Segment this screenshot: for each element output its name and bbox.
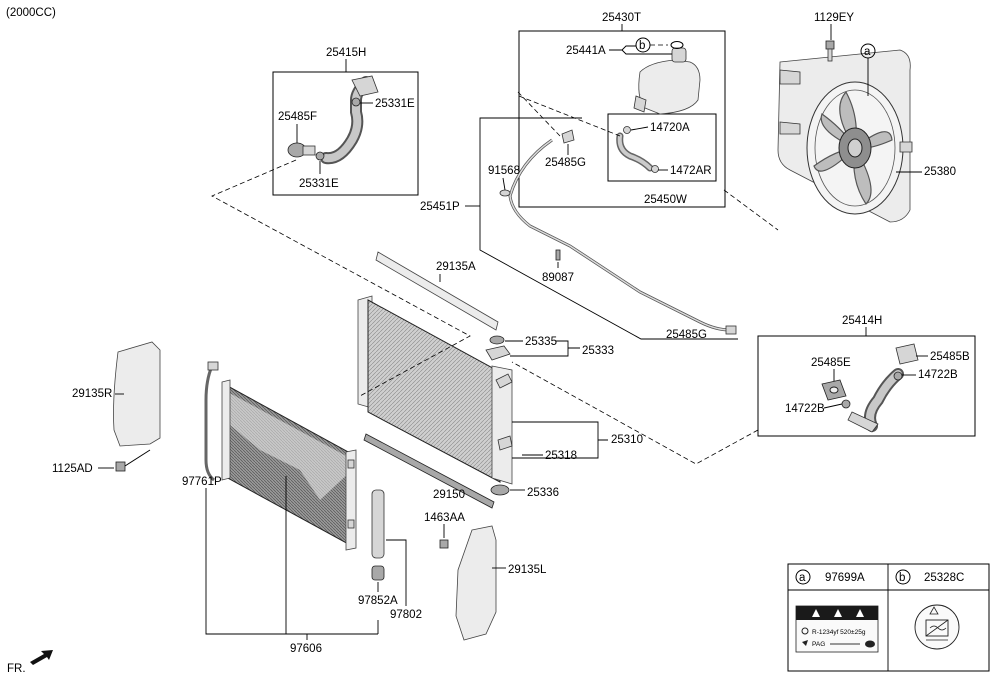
label-1472AR: 1472AR [670,165,712,177]
fan-shroud-assembly [777,49,913,223]
callout-b-letter: b [639,40,645,52]
caution-label-25328C [914,604,960,650]
bolt-1125AD [115,449,151,472]
label-97852A: 97852A [358,595,398,607]
bolt-1129EY [825,40,835,62]
lower-hose [841,343,919,433]
label-25380: 25380 [924,166,956,178]
front-direction-label: FR. [7,663,26,675]
reservoir-clip-25485g [561,129,575,144]
legend-table: a 97699A b 25328C R-1234yf 520±25g PAG [787,563,990,672]
legend-letter-a: a [799,572,806,584]
label-25331E-b: 25331E [299,178,339,190]
label-25450W: 25450W [644,194,687,206]
air-guard-29135A [375,251,499,331]
label-25485E: 25485E [811,357,851,369]
label-14722B-a: 14722B [918,369,958,381]
radiator-25310 [357,295,513,485]
label-25485G-bot: 25485G [666,329,707,341]
air-guard-29135L [455,525,497,641]
overflow-hose [509,139,731,331]
label-1125AD: 1125AD [52,463,93,475]
label-25415H: 25415H [326,47,366,59]
label-97606: 97606 [290,643,322,655]
label-25333: 25333 [582,345,614,357]
seal-strip-29150 [363,433,495,509]
upper-hose [315,75,379,165]
bolt-1463AA [439,539,449,549]
air-guard-29135R [113,341,161,447]
label-25485G-top: 25485G [545,157,586,169]
label-29135A: 29135A [436,261,476,273]
label-25451P: 25451P [420,201,460,213]
label-25430T: 25430T [602,12,641,24]
label-97802: 97802 [390,609,422,621]
label-29150: 29150 [433,489,465,501]
label-25331E-a: 25331E [375,98,415,110]
clip-91568 [499,189,511,197]
legend-letter-b: b [899,572,905,584]
label-25310: 25310 [611,434,643,446]
label-1129EY: 1129EY [814,12,854,24]
bushing-25336 [490,484,510,496]
clip-25485G-bot [725,325,737,335]
clip-89087 [555,249,561,261]
lower-hose-box [757,335,976,437]
thermostat-25485F [287,142,316,158]
reservoir-hose [616,126,659,173]
label-25441A: 25441A [566,45,606,57]
label-97761P: 97761P [182,476,222,488]
ac-pipe-97761P [204,361,219,482]
label-14722B-b: 14722B [785,403,825,415]
label-25336: 25336 [527,487,559,499]
refrigerant-spec-text: R-1234yf 520±25g [812,629,866,636]
upper-hose-box [272,71,419,196]
condenser-97606 [221,379,357,551]
label-25485F: 25485F [278,111,317,123]
label-89087: 89087 [542,272,574,284]
bushing-25335 [485,335,511,361]
callout-a-letter: a [864,46,871,58]
cap-ring [670,41,684,49]
dashed-leader-lines [211,91,779,465]
front-arrow-icon [30,650,53,665]
label-1463AA: 1463AA [424,512,465,524]
refrigerant-label-97699A: R-1234yf 520±25g PAG [795,605,879,653]
label-25485B: 25485B [930,351,970,363]
label-14720A: 14720A [650,122,690,134]
label-29135L: 29135L [508,564,547,576]
label-25335: 25335 [525,336,557,348]
label-25414H: 25414H [842,315,882,327]
engine-spec-label: (2000CC) [6,7,56,19]
label-29135R: 29135R [72,388,112,400]
legend-code-b: 25328C [924,572,964,584]
label-25318: 25318 [545,450,577,462]
label-91568: 91568 [488,165,520,177]
receiver-drier-97852A [371,489,385,581]
reservoir-tank [633,47,701,115]
legend-code-a: 97699A [825,572,865,584]
thermostat-25485E [821,379,847,401]
oil-spec-text: PAG [812,641,825,648]
